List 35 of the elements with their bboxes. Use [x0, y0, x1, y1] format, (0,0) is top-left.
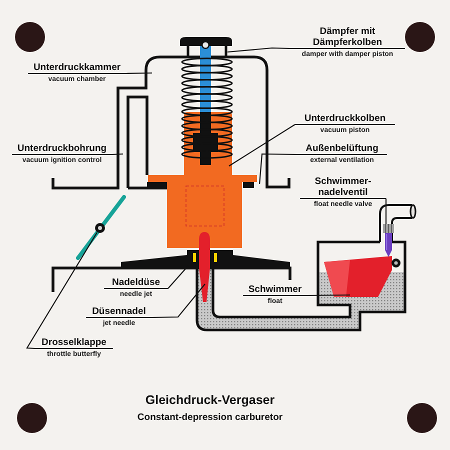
part-name: Schwimmer: [243, 284, 307, 296]
leader-line: [228, 124, 296, 166]
part-name: Unterdruckkolben: [295, 113, 395, 125]
float: [324, 256, 400, 297]
diagram-title: Gleichdruck-Vergaser: [145, 393, 275, 408]
part-name: Dämpfer mit Dämpferkolben: [290, 26, 405, 49]
jet-needle: [199, 232, 210, 302]
callout-label: [295, 113, 395, 135]
part-name: Drosselklappe: [35, 337, 113, 349]
leader-line: [307, 294, 350, 296]
part-name: Schwimmer-nadelventil: [300, 176, 386, 199]
diagram-caption: Constant-depression carburetor: [137, 412, 283, 424]
callout-label: [28, 62, 126, 84]
callout-label: [35, 337, 113, 359]
callout-label: [243, 284, 307, 306]
throttle-butterfly: [76, 195, 126, 260]
part-name: Außenbelüftung: [297, 143, 387, 155]
callout-label: [297, 143, 387, 165]
leader-line: [26, 232, 98, 350]
callout-label: [290, 26, 405, 59]
leader-line: [385, 198, 387, 224]
part-name: Düsennadel: [86, 306, 152, 318]
callout-label: [104, 277, 168, 299]
part-name: Unterdruckkammer: [28, 62, 126, 74]
damper: [180, 37, 232, 165]
float-needle-valve: [383, 224, 394, 257]
callout-label: [86, 306, 152, 328]
leader-line: [258, 153, 297, 184]
callout-label: [300, 176, 386, 209]
leader-line: [126, 72, 152, 74]
leader-line: [112, 153, 124, 156]
leader-line: [152, 284, 206, 318]
part-name: Nadeldüse: [104, 277, 168, 289]
callout-label: [12, 143, 112, 165]
part-name: Unterdruckbohrung: [12, 143, 112, 155]
